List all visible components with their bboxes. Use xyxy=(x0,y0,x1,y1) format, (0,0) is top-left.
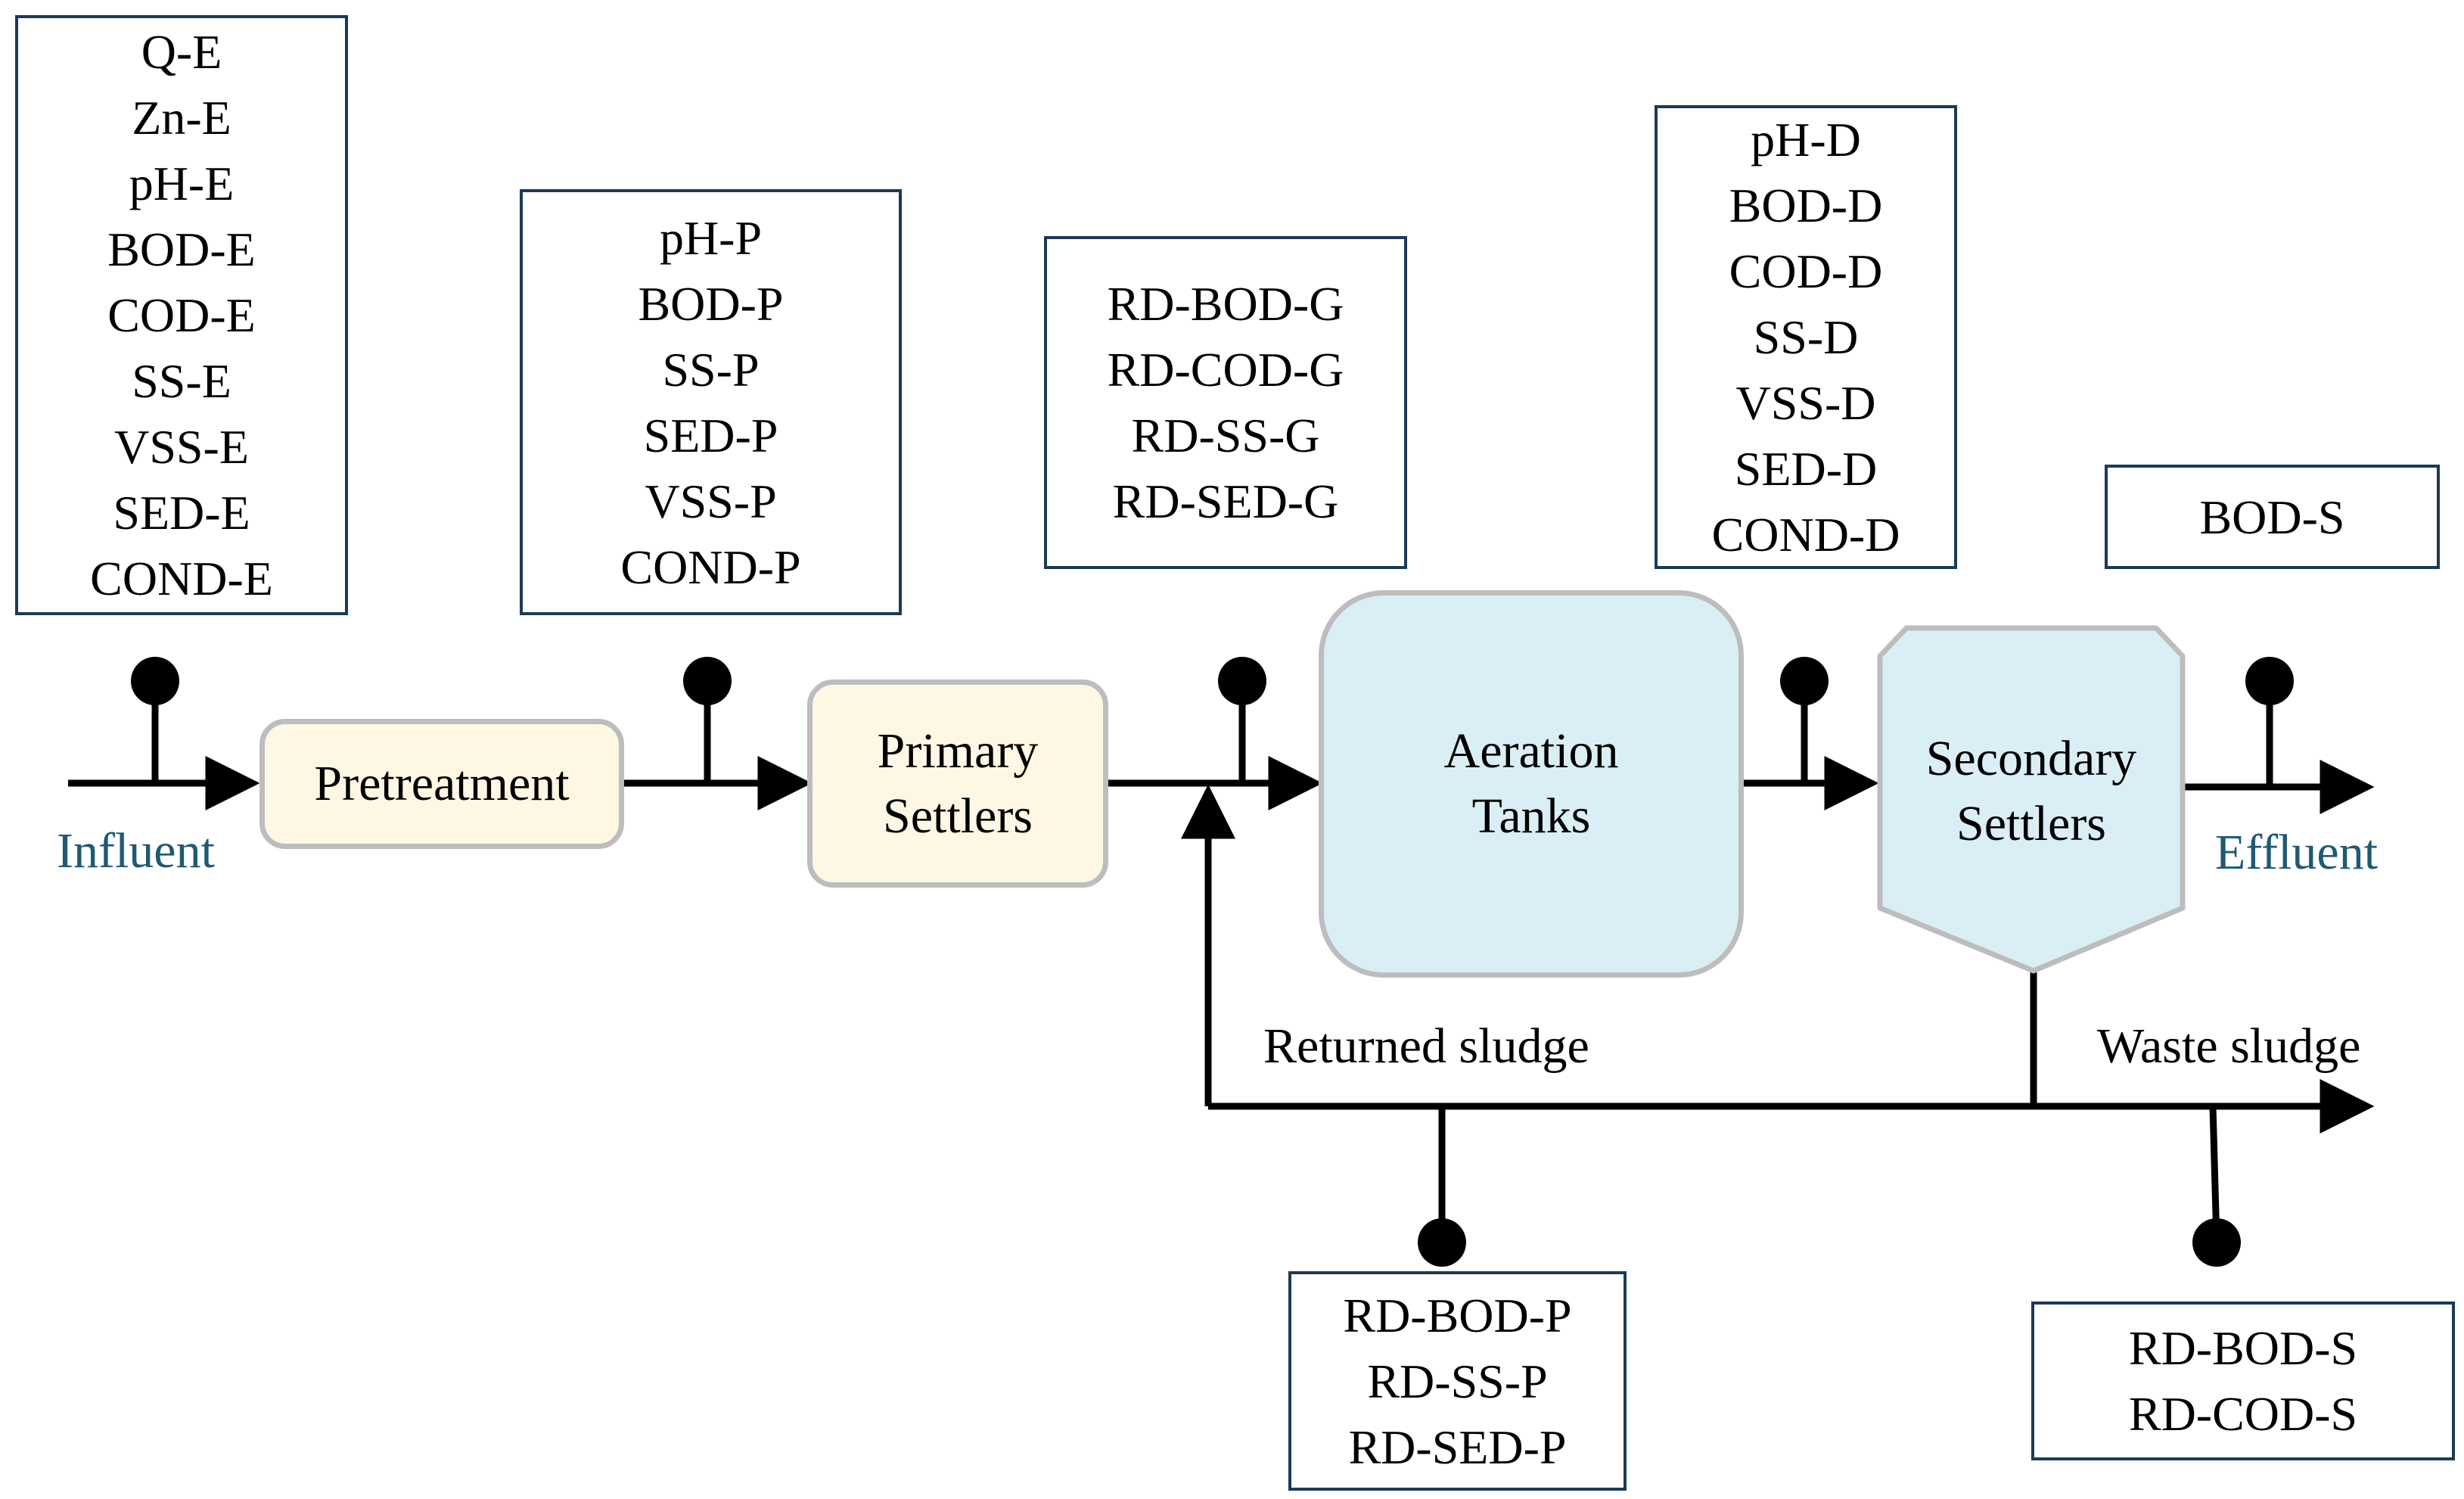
sample-point-primary xyxy=(683,657,732,705)
param: BOD-E xyxy=(107,222,256,276)
sample-point-global xyxy=(1218,657,1266,705)
param: BOD-P xyxy=(638,276,784,331)
aeration-tanks-unit: Aeration Tanks xyxy=(1319,590,1744,978)
param: COND-D xyxy=(1711,508,1900,561)
primary-settlers-unit: Primary Settlers xyxy=(807,680,1108,888)
secondary-settlers-shape xyxy=(1877,625,2186,974)
effluent-parameters-box: BOD-S xyxy=(2105,465,2440,569)
param: SED-E xyxy=(113,486,250,540)
param: BOD-D xyxy=(1729,179,1883,232)
sample-point-aeration-out xyxy=(1780,657,1829,705)
param: COND-E xyxy=(90,552,273,605)
param: RD-SED-G xyxy=(1112,474,1339,528)
param: SS-E xyxy=(132,354,231,408)
influent-label: Influent xyxy=(57,823,215,879)
waste-sludge-label: Waste sludge xyxy=(2097,1019,2361,1074)
unit-label: Settlers xyxy=(1956,796,2106,851)
aeration-out-parameters-box: pH-D BOD-D COD-D SS-D VSS-D SED-D COND-D xyxy=(1655,105,1957,569)
param: RD-SS-G xyxy=(1131,409,1320,462)
param: pH-D xyxy=(1751,113,1861,166)
param: SS-D xyxy=(1753,310,1859,364)
unit-label: Pretreatment xyxy=(314,756,570,811)
param: COD-E xyxy=(107,288,256,342)
sample-point-influent xyxy=(131,657,179,705)
returned-sludge-label: Returned sludge xyxy=(1263,1019,1589,1074)
param: pH-E xyxy=(129,157,235,210)
param: RD-SED-P xyxy=(1348,1420,1567,1474)
sample-point-effluent xyxy=(2245,657,2294,705)
param: SS-P xyxy=(662,342,760,397)
secondary-settlers-label: Secondary Settlers xyxy=(1880,726,2183,855)
param: RD-BOD-P xyxy=(1343,1288,1572,1342)
unit-label: Secondary xyxy=(1925,731,2137,786)
param: VSS-E xyxy=(114,420,249,474)
global-parameters-box: RD-BOD-G RD-COD-G RD-SS-G RD-SED-G xyxy=(1044,236,1407,569)
influent-parameters-box: Q-E Zn-E pH-E BOD-E COD-E SS-E VSS-E SED… xyxy=(15,15,348,615)
param: COND-P xyxy=(620,540,801,594)
unit-label: Primary xyxy=(877,723,1039,779)
unit-label: Tanks xyxy=(1471,788,1591,844)
param: VSS-P xyxy=(645,474,777,528)
returned-sludge-parameters-box: RD-BOD-P RD-SS-P RD-SED-P xyxy=(1288,1271,1627,1491)
effluent-label: Effluent xyxy=(2215,825,2379,880)
sample-point-waste-sludge xyxy=(2192,1218,2241,1267)
param: Zn-E xyxy=(132,91,231,145)
param: RD-COD-S xyxy=(2128,1387,2358,1441)
sample-point-returned-sludge xyxy=(1418,1218,1466,1267)
param: VSS-D xyxy=(1735,376,1876,430)
unit-label: Aeration xyxy=(1443,723,1619,779)
param: pH-P xyxy=(659,210,763,265)
unit-label: Settlers xyxy=(883,788,1033,844)
param: RD-BOD-S xyxy=(2128,1321,2358,1375)
param: RD-SS-P xyxy=(1367,1354,1548,1408)
param: RD-COD-G xyxy=(1107,343,1344,397)
param: SED-P xyxy=(643,408,778,462)
param: COD-D xyxy=(1729,244,1883,298)
pretreatment-unit: Pretreatment xyxy=(259,719,624,849)
primary-parameters-box: pH-P BOD-P SS-P SED-P VSS-P COND-P xyxy=(520,189,902,615)
param: RD-BOD-G xyxy=(1107,277,1344,331)
param: Q-E xyxy=(141,25,222,79)
waste-sludge-parameters-box: RD-BOD-S RD-COD-S xyxy=(2031,1302,2455,1460)
param: SED-D xyxy=(1734,442,1878,496)
param: BOD-S xyxy=(2199,490,2345,544)
